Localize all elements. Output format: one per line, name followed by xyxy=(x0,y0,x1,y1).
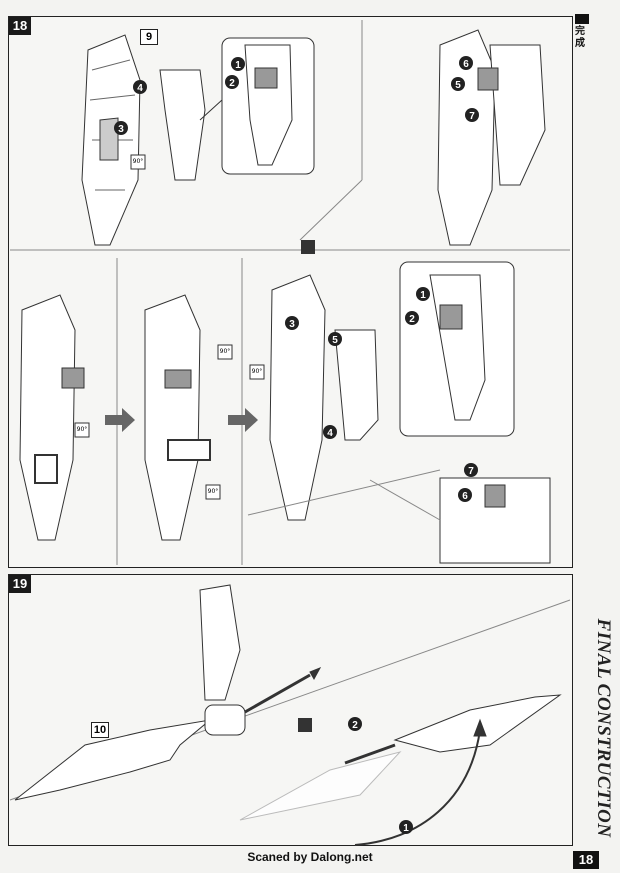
svg-text:6: 6 xyxy=(463,59,469,70)
rotation-tag: 90° xyxy=(219,348,231,355)
weapon-blade-right xyxy=(393,694,562,753)
svg-text:2: 2 xyxy=(229,78,235,89)
section-tab xyxy=(575,14,589,24)
svg-text:7: 7 xyxy=(469,111,475,122)
rotation-tag: 90° xyxy=(251,368,263,375)
rotation-tag: 90° xyxy=(207,488,219,495)
rotation-tag: 90° xyxy=(76,426,88,433)
page-number: 18 xyxy=(573,851,599,869)
section-label-jp: 完成 xyxy=(575,26,585,49)
part-label-9: 9 xyxy=(140,29,158,45)
svg-text:2: 2 xyxy=(352,720,358,731)
svg-text:1: 1 xyxy=(420,290,426,301)
step-18-number: 18 xyxy=(9,17,31,35)
svg-text:6: 6 xyxy=(462,491,468,502)
rotation-tag: 90° xyxy=(132,158,144,165)
final-construction-title: FINAL CONSTRUCTION xyxy=(593,618,614,837)
scan-credit: Scaned by Dalong.net xyxy=(247,850,373,864)
svg-text:5: 5 xyxy=(332,335,338,346)
svg-text:3: 3 xyxy=(289,319,295,330)
part-label-10: 10 xyxy=(91,722,109,738)
step-19-number: 19 xyxy=(9,575,31,593)
weapon-blade-left xyxy=(14,719,212,801)
svg-text:4: 4 xyxy=(327,428,333,439)
svg-text:7: 7 xyxy=(468,466,474,477)
svg-text:2: 2 xyxy=(409,314,415,325)
svg-text:5: 5 xyxy=(455,80,461,91)
svg-text:4: 4 xyxy=(137,83,143,94)
svg-text:1: 1 xyxy=(235,60,241,71)
svg-text:1: 1 xyxy=(403,823,409,834)
svg-text:3: 3 xyxy=(118,124,124,135)
